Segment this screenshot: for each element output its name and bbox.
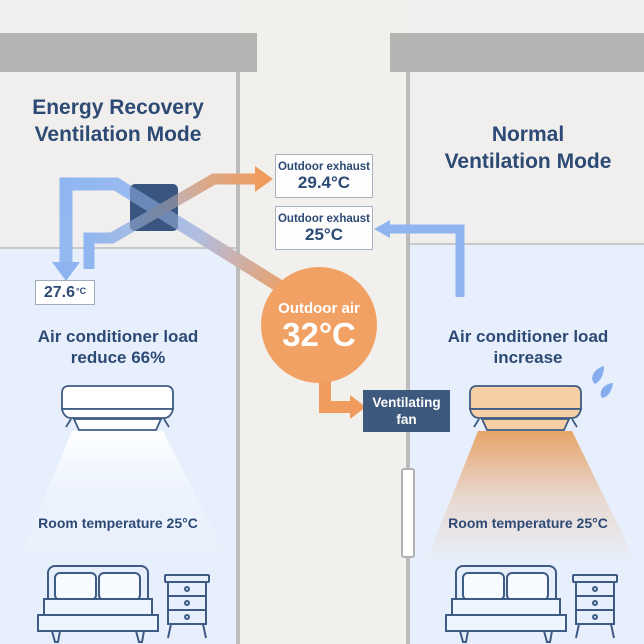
- intake-air-arrow: [52, 177, 293, 298]
- right-title-line2: Ventilation Mode: [444, 150, 612, 173]
- left-title-line1: Energy Recovery: [32, 96, 204, 119]
- ventilation-duct-icon: [401, 468, 415, 558]
- right-title-line1: Normal: [491, 123, 565, 146]
- outdoor-air-badge: Outdoor air 32°C: [261, 267, 377, 383]
- left-panel-title: Energy Recovery Ventilation Mode: [10, 94, 226, 148]
- left-load-caption: Air conditioner load reduce 66%: [8, 326, 228, 368]
- right-load-caption: Air conditioner load increase: [418, 326, 638, 368]
- right-room-temperature: Room temperature 25°C: [448, 515, 608, 531]
- sweat-drops-icon: [592, 366, 613, 398]
- right-load-line1: Air conditioner load: [447, 327, 609, 346]
- bed-and-nightstand-icon: [37, 565, 210, 643]
- exhaust-top-label: Outdoor exhaust: [277, 160, 370, 173]
- air-conditioner-overloaded-icon: [469, 385, 582, 431]
- normal-exhaust-arrow: [374, 220, 465, 297]
- exhaust-bottom-value: 25°C: [305, 224, 343, 244]
- bed-and-nightstand-icon: [445, 565, 618, 643]
- exhaust-bottom-label: Outdoor exhaust: [277, 212, 370, 225]
- right-arrowhead-icon: [255, 166, 273, 192]
- down-arrowhead-icon: [52, 262, 80, 281]
- warm-airflow-cone: [426, 431, 636, 562]
- outdoor-exhaust-box-erv: Outdoor exhaust 29.4°C: [275, 154, 373, 198]
- ventilating-fan-label: Ventilating fan: [363, 390, 450, 432]
- right-wall: [406, 72, 410, 644]
- exhaust-top-value: 29.4°C: [297, 172, 351, 192]
- left-arrowhead-icon: [374, 220, 390, 238]
- fan-label-line1: Ventilating: [372, 395, 441, 410]
- fan-label-line2: fan: [396, 412, 417, 427]
- left-wall: [236, 72, 240, 644]
- left-ceiling-slab: [0, 33, 257, 72]
- supply-temp-value: 27.6: [43, 283, 76, 301]
- right-arrowhead-icon: [350, 395, 366, 419]
- left-title-line2: Ventilation Mode: [34, 123, 202, 146]
- left-load-line1: Air conditioner load: [37, 327, 199, 346]
- outdoor-air-value: 32°C: [282, 315, 356, 353]
- outdoor-air-label: Outdoor air: [278, 299, 360, 317]
- outdoor-air-to-fan-arrow: [319, 376, 366, 419]
- left-room-temperature: Room temperature 25°C: [38, 515, 198, 531]
- air-conditioner-cool-icon: [61, 385, 174, 431]
- supply-temperature-badge: 27.6 °C: [35, 280, 95, 305]
- right-load-line2: increase: [493, 348, 563, 367]
- right-panel-title: Normal Ventilation Mode: [414, 121, 642, 175]
- exhaust-air-arrow: [83, 166, 273, 269]
- cool-airflow-cone: [18, 431, 230, 562]
- supply-temp-unit: °C: [76, 285, 87, 296]
- outdoor-exhaust-box-normal: Outdoor exhaust 25°C: [275, 206, 373, 250]
- heat-exchanger-icon: [130, 184, 178, 231]
- right-ceiling-slab: [390, 33, 644, 72]
- left-load-line2: reduce 66%: [70, 348, 166, 367]
